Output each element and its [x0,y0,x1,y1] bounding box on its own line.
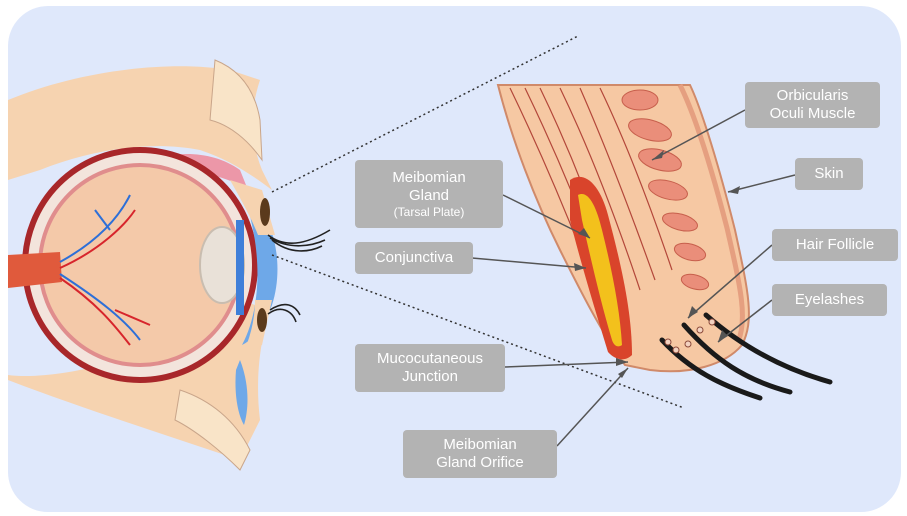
label-mucocutaneous-line1: Mucocutaneous [377,350,483,368]
label-conjunctiva: Conjunctiva [355,242,473,274]
label-skin: Skin [795,158,863,190]
label-eyelashes-text: Eyelashes [795,291,864,309]
label-orifice-line2: Gland Orifice [436,454,524,472]
label-meibomian-line2: Gland [409,187,449,205]
lower-lash-follicle [257,308,267,332]
label-meibomian-gland: Meibomian Gland (Tarsal Plate) [355,160,503,228]
label-meibomian-line1: Meibomian [392,169,465,187]
label-hair-follicle: Hair Follicle [772,229,898,261]
label-orifice-line1: Meibomian [443,436,516,454]
label-conjunctiva-text: Conjunctiva [375,249,453,267]
iris [236,220,244,315]
label-mucocutaneous-junction: Mucocutaneous Junction [355,344,505,392]
label-skin-text: Skin [814,165,843,183]
label-tarsal-plate: (Tarsal Plate) [394,205,465,220]
label-orbicularis-oculi-muscle: Orbicularis Oculi Muscle [745,82,880,128]
label-orbicularis-line1: Orbicularis [777,87,849,105]
label-eyelashes: Eyelashes [772,284,887,316]
upper-lash-follicle [260,198,270,226]
label-meibomian-gland-orifice: Meibomian Gland Orifice [403,430,557,478]
optic-nerve [8,252,62,288]
label-mucocutaneous-line2: Junction [402,368,458,386]
label-hair-follicle-text: Hair Follicle [796,236,874,254]
label-orbicularis-line2: Oculi Muscle [770,105,856,123]
